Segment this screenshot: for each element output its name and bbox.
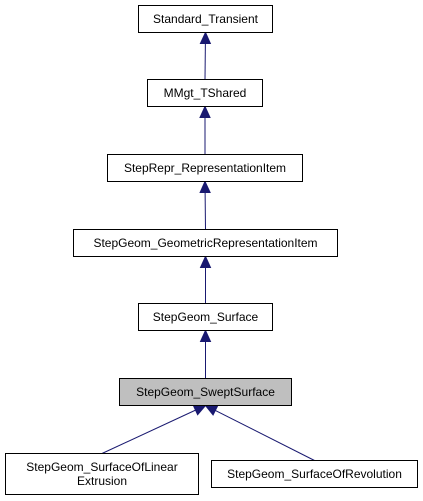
nodes-layer: Standard_TransientMMgt_TSharedStepRepr_R… <box>5 5 418 495</box>
class-box <box>73 229 338 257</box>
class-node-stepgeom-geometricrepresentationitem[interactable]: StepGeom_GeometricRepresentationItem <box>73 229 338 257</box>
class-box <box>147 79 263 107</box>
arrowhead-icon <box>199 31 212 45</box>
arrowhead-icon <box>199 255 212 268</box>
class-box <box>107 154 303 182</box>
class-box <box>211 460 418 488</box>
edge-line <box>101 409 196 454</box>
class-node-stepgeom-sweptsurface[interactable]: StepGeom_SweptSurface <box>119 378 292 406</box>
arrowhead-icon <box>199 105 211 118</box>
inheritance-edge <box>204 404 315 461</box>
class-node-stepgeom-surface[interactable]: StepGeom_Surface <box>138 303 273 331</box>
class-node-standard-transient[interactable]: Standard_Transient <box>138 5 273 33</box>
class-label: StepGeom_SweptSurface <box>136 385 275 399</box>
class-node-mmgt-tshared[interactable]: MMgt_TShared <box>147 79 263 107</box>
class-node-steprepr-representationitem[interactable]: StepRepr_RepresentationItem <box>107 154 303 182</box>
class-label: Standard_Transient <box>153 12 259 26</box>
class-label: StepGeom_SurfaceOfRevolution <box>227 467 402 481</box>
inheritance-edge <box>199 255 212 304</box>
edges-layer <box>101 31 315 461</box>
arrowhead-icon <box>199 180 211 194</box>
class-box <box>138 5 273 33</box>
class-node-stepgeom-surfaceofrevolution[interactable]: StepGeom_SurfaceOfRevolution <box>211 460 418 488</box>
class-label: Extrusion <box>77 474 127 488</box>
inheritance-edge <box>199 31 212 80</box>
class-box <box>5 453 199 495</box>
class-box <box>138 303 273 331</box>
arrowhead-icon <box>199 329 212 342</box>
arrowhead-icon <box>204 404 219 416</box>
class-label: MMgt_TShared <box>164 86 247 100</box>
inheritance-edge <box>199 180 211 230</box>
class-label: StepRepr_RepresentationItem <box>124 161 286 175</box>
inheritance-edge <box>199 329 212 379</box>
inheritance-edge <box>101 404 207 454</box>
inheritance-edge <box>199 105 211 155</box>
class-label: StepGeom_Surface <box>153 310 259 324</box>
class-box <box>119 378 292 406</box>
class-label: StepGeom_SurfaceOfLinear <box>26 460 177 474</box>
class-label: StepGeom_GeometricRepresentationItem <box>93 236 317 250</box>
arrowhead-icon <box>192 404 207 416</box>
edge-line <box>215 410 315 461</box>
